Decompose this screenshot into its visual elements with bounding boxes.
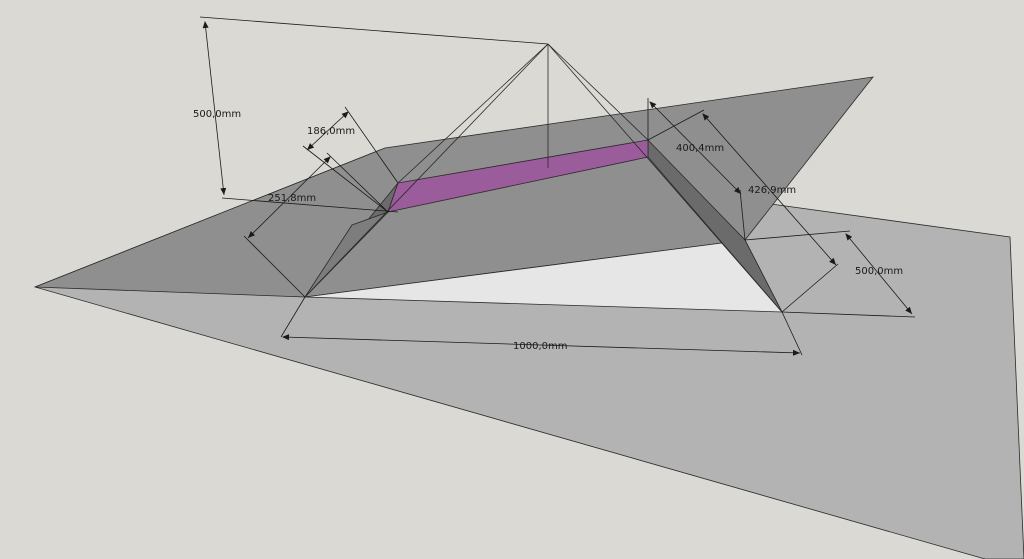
bottom-depth-ext-a — [744, 230, 851, 241]
bottom-depth-dim-label: 500,0mm — [855, 266, 903, 277]
top-depth-dim-label: 186,0mm — [307, 126, 355, 137]
top-face[interactable] — [387, 139, 649, 213]
bottom-length-dim-label: 1000,0mm — [513, 341, 567, 352]
apex-line-left — [304, 43, 549, 298]
apex-line-right-top — [547, 43, 649, 141]
slope-right-ext-b — [781, 263, 839, 313]
height-dim-line — [202, 21, 227, 196]
slope-right-dim-line — [702, 113, 837, 266]
bottom-depth-dim-line — [845, 233, 913, 315]
slope-left-ext-a — [326, 152, 389, 213]
top-depth-dim-line — [306, 111, 349, 151]
slope-right-ext-a — [647, 109, 705, 141]
bottom-length-ext-a — [280, 296, 306, 338]
top-depth-ext-a — [344, 106, 399, 184]
slope-right-dim-label: 426,9mm — [748, 185, 796, 196]
apex-line-left-top — [397, 43, 549, 184]
height-dim-label: 500,0mm — [193, 109, 241, 120]
slope-left-dim-line — [247, 156, 331, 239]
slope-left-ext-b — [243, 235, 306, 298]
bottom-depth-ext-b — [781, 311, 916, 318]
height-ext-top — [199, 16, 549, 45]
slope-left-dim-label: 251,8mm — [268, 193, 316, 204]
top-length-dim-label: 400,4mm — [676, 143, 724, 154]
bottom-length-dim-line — [282, 334, 801, 356]
